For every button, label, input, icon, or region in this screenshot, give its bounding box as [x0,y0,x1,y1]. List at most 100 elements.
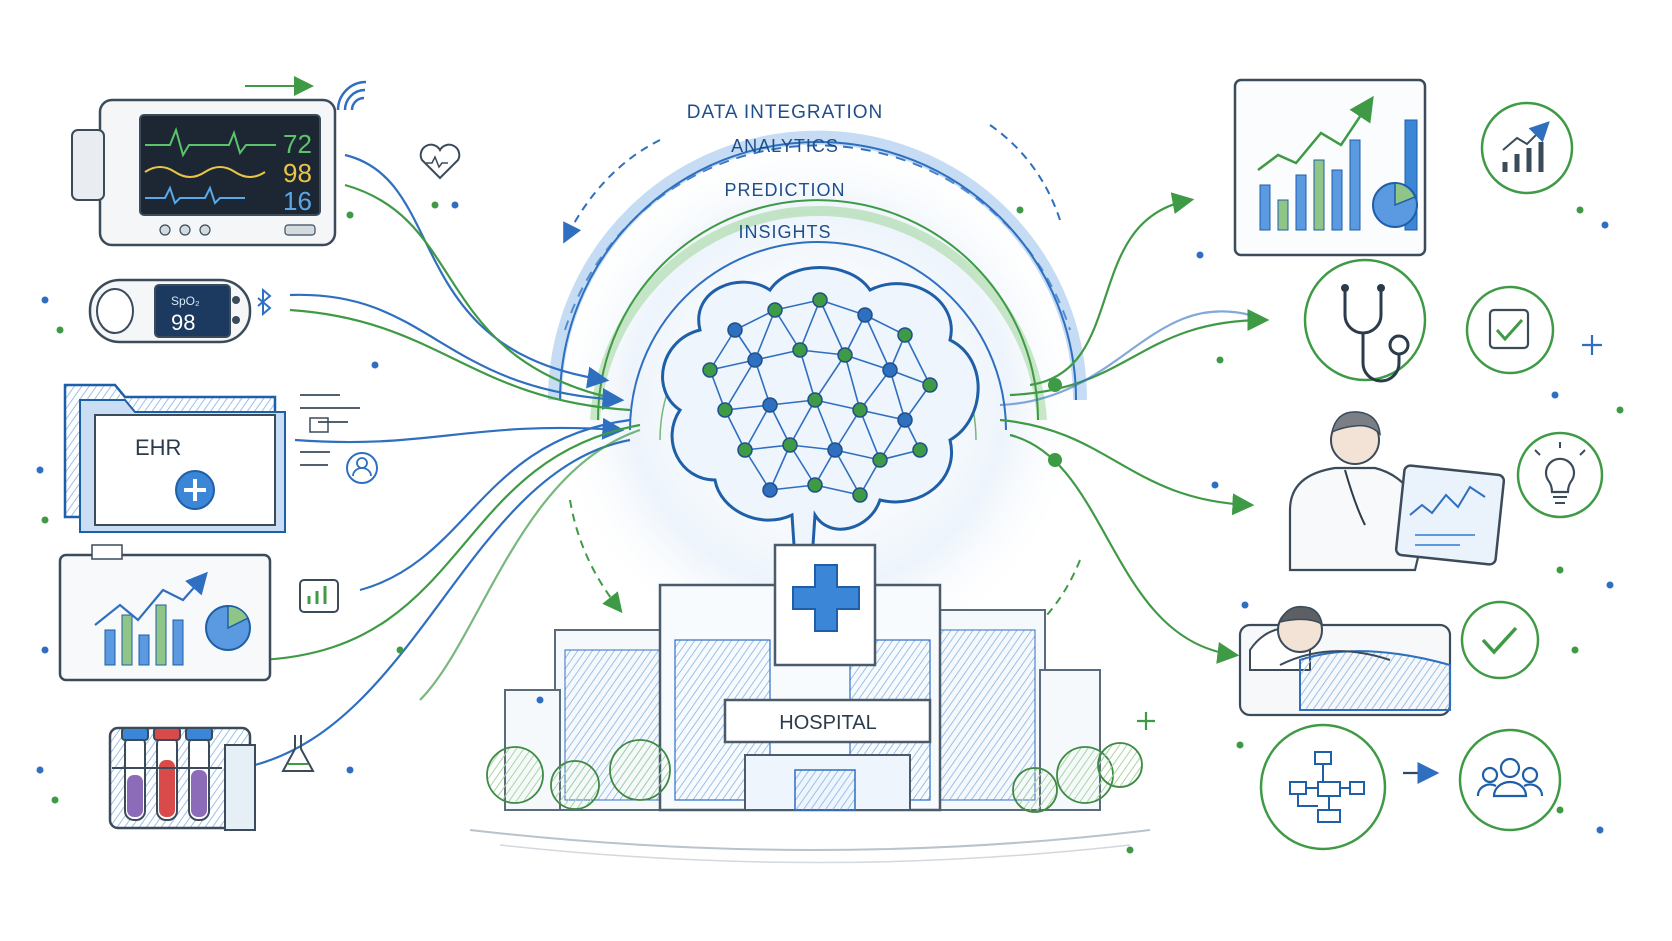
decorative-dot [1556,806,1564,814]
growth-chart-icon [1480,101,1574,195]
brain-node [852,487,868,503]
ehr-label: EHR [135,435,181,460]
workflow-diagram-icon [1259,723,1387,851]
ring-analytics [548,130,1087,401]
brain-node [747,352,763,368]
brain-link [799,349,816,401]
brain-link [774,309,801,351]
decorative-dot [1211,481,1219,489]
brain-link [814,354,846,401]
bar-chart-icon [299,579,339,613]
decorative-dot [1576,206,1584,214]
brain-node [872,452,888,468]
brain-link [859,409,881,461]
decorative-dot [1616,406,1624,414]
brain-link [724,359,756,411]
decorative-dot [1596,826,1604,834]
lab-test-tubes-icon [108,726,256,831]
brain-link [819,299,846,356]
decorative-dot [1236,741,1244,749]
checkbox-icon [1465,285,1555,375]
decorative-dot [41,296,49,304]
brain-link [864,314,891,371]
brain-link [754,359,771,406]
decorative-dot [56,326,64,334]
brain-node [767,302,783,318]
oximeter-label: SpO₂ [171,294,200,308]
decorative-dot [1551,391,1559,399]
brain-node [727,322,743,338]
wifi-signal-icon [336,80,367,111]
brain-node [827,442,843,458]
lab-flask-icon [281,735,315,772]
decorative-dots [36,201,1624,854]
hospital-building: HOSPITAL [469,543,1151,864]
lightbulb-icon [1516,431,1604,519]
brain-link [789,399,816,446]
decorative-dot [36,466,44,474]
output-flow-lines [999,192,1270,664]
stethoscope-icon [1303,258,1427,383]
decorative-dot [396,646,404,654]
analytics-report-icon [58,544,272,682]
decorative-dot [51,796,59,804]
brain-link [844,354,861,411]
decorative-dot [536,696,544,704]
dashboard-chart-icon [1233,78,1427,257]
brain-link [789,444,816,486]
decorative-dot [371,361,379,369]
hospital-cross-icon [792,564,860,632]
checkmark-icon [1460,600,1540,680]
brain-link [859,369,891,411]
brain-link [834,409,861,451]
brain-link [814,399,836,451]
decorative-dot [431,201,439,209]
hospital-sign: HOSPITAL [779,712,876,734]
ai-brain-network [661,266,980,562]
heart-rate-reading: 72 [283,129,312,159]
trees [486,739,1143,813]
brain-link [819,299,866,316]
decorative-dot [346,766,354,774]
brain-link [754,309,776,361]
resp-rate-reading: 16 [283,186,312,216]
brain-node [897,327,913,343]
brain-node [812,292,828,308]
brain-node [762,482,778,498]
decorative-dot [1571,646,1579,654]
heart-pulse-icon [419,143,461,180]
doctor-tablet-icon [1288,411,1506,572]
brain-node [882,362,898,378]
brain-node [852,402,868,418]
patient-record-icon [300,394,378,484]
decorative-dot [1196,251,1204,259]
input-flow-lines [254,153,641,767]
brain-link [844,354,891,371]
patient-bed-icon [1238,605,1452,717]
brain-link [904,334,931,386]
bluetooth-icon [257,287,272,317]
vital-signs-monitor-icon: 72 98 16 [71,98,337,247]
decorative-dot [36,766,44,774]
brain-node [857,307,873,323]
brain-node [807,477,823,493]
decorative-dot [346,211,354,219]
brain-link [709,329,736,371]
brain-link [769,444,791,491]
oximeter-value: 98 [171,310,195,335]
ring-insights [629,241,1007,431]
brain-node [922,377,938,393]
decorative-dot [1606,581,1614,589]
decorative-dot [1241,601,1249,609]
decorative-dot [1601,221,1609,229]
decorative-dot [41,516,49,524]
brain-node [837,347,853,363]
decorative-dot [1556,566,1564,574]
brain-link [744,449,771,491]
brain-link [744,404,771,451]
decorative-dot [451,201,459,209]
decorative-dot [41,646,49,654]
brain-node [762,397,778,413]
brain-node [912,442,928,458]
